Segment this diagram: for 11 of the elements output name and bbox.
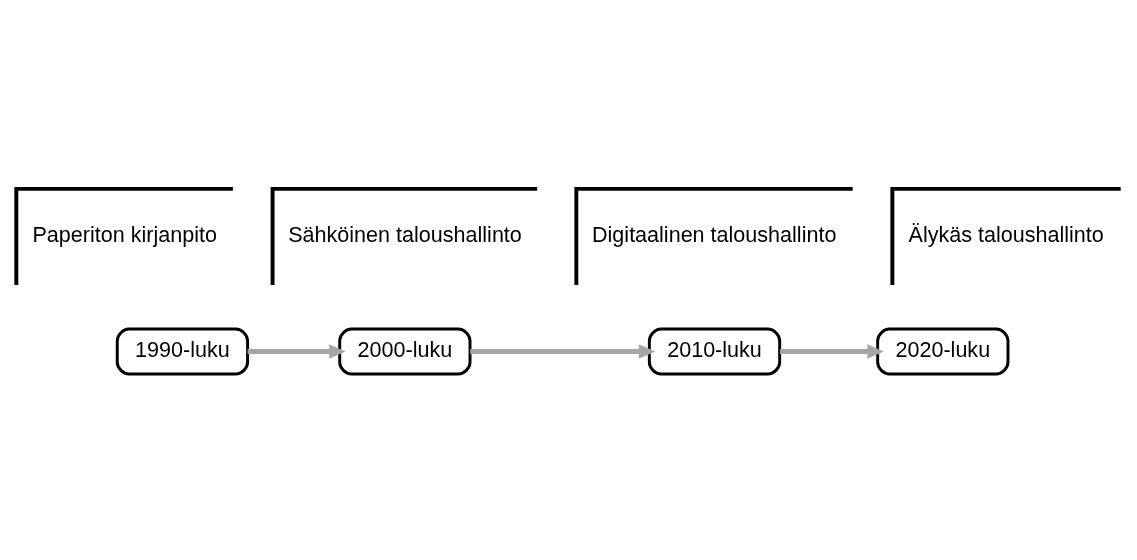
node-box: 1990-luku	[115, 327, 250, 376]
arrow	[470, 343, 656, 359]
arrow	[247, 343, 346, 359]
node-box: 2000-luku	[338, 327, 472, 376]
arrow	[780, 343, 884, 359]
node-text: Digitaalinen taloushallinto	[592, 221, 837, 247]
node-box: 2010-luku	[647, 327, 782, 376]
node-text: Paperiton kirjanpito	[32, 221, 217, 247]
node-box: 2020-luku	[876, 327, 1010, 376]
node-text: Älykäs taloushallinto	[908, 221, 1104, 247]
node-text: Sähköinen taloushallinto	[288, 221, 522, 247]
